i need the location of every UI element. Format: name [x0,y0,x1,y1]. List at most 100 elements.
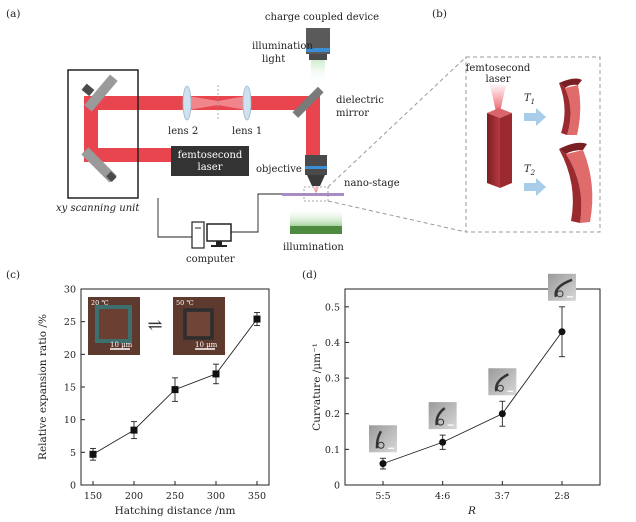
fs-laser-label-1: femtosecond [178,150,243,161]
zoom-line-top [327,56,467,188]
dielectric-mirror [292,86,324,118]
chart-c-xlabel: Hatching distance /nm [115,505,236,517]
data-point-circle [558,328,566,336]
chart-c-x-axis: 150 200 250 300 350 [84,481,266,502]
y-tick-label: 0 [334,481,340,492]
y-tick-label: 0.4 [325,338,340,349]
illumination-source [290,226,342,234]
panel-b-label: (b) [432,8,447,20]
panel-b-fs-label-1: femtosecond [466,63,531,74]
x-tick-label: 150 [84,491,102,502]
inset-right-scale: 10 μm [195,341,218,349]
panel-d-label: (d) [302,269,317,281]
printed-pillar [487,108,512,188]
inset-right-temp: 50 ℃ [176,299,194,307]
panel-a-label: (a) [6,8,20,20]
data-point-square [212,370,220,378]
inset-left-temp: 20 ℃ [91,299,109,307]
data-point-circle [379,460,387,468]
beam-base [377,441,385,449]
sample-thumbnail [369,425,397,453]
beam-down [306,96,320,166]
y-tick-label: 10 [64,415,76,426]
xy-scanning-unit-label: xy scanning unit [56,203,140,214]
beam-left [84,96,98,154]
ccd-camera [306,28,330,84]
panel-c-label: (c) [6,269,20,281]
arrow-t1 [524,108,546,126]
y-tick-label: 20 [64,350,76,361]
dielectric-mirror-label-1: dielectric [336,95,384,106]
data-point-square [171,386,179,394]
xy-scanning-unit-box [67,69,139,199]
t1-label: T1 [524,93,535,106]
stage-zoom-region [303,186,329,202]
panel-b-fs-label-2: laser [486,74,511,85]
femtosecond-laser-box [171,146,249,176]
x-tick-label: 200 [125,491,143,502]
y-tick-label: 30 [64,285,76,296]
panel-a: (a) lens 2 lens 1 xy scanning unit [6,8,467,265]
x-tick-label: 5:5 [375,491,390,502]
nano-stage-label: nano-stage [344,178,400,189]
y-tick-label: 0 [70,481,76,492]
chart-d-ylabel: Curvature /μm⁻¹ [311,343,323,431]
chart-c-series [89,312,261,461]
x-tick-label: 250 [166,491,184,502]
beam-top [84,96,316,110]
micrograph-50c [173,297,225,355]
beam-focus-right [218,96,246,110]
data-point-circle [439,438,447,446]
laser-beam [84,85,320,166]
chart-d-y-axis: 00.10.20.30.40.5 [325,302,349,492]
chart-d-plot-area [344,288,601,486]
sample-thumbnail [548,273,576,301]
chart-c-ylabel: Relative expansion ratio /% [37,314,49,460]
x-tick-label: 3:7 [495,491,510,502]
lens-2 [182,85,192,121]
computer-icon [191,221,232,249]
bent-structure-t1 [559,78,582,135]
x-tick-label: 300 [207,491,225,502]
x-tick-label: 4:6 [435,491,450,502]
y-tick-label: 5 [70,448,76,459]
sample-thumbnail [428,402,457,430]
x-tick-label: 2:8 [554,491,569,502]
y-tick-label: 0.3 [325,374,340,385]
y-tick-label: 0.5 [325,302,340,313]
bent-beam [435,407,446,426]
cable-scanner-computer [157,198,192,238]
zoom-line-bottom [327,200,467,233]
data-point-square [253,315,261,323]
objective-label: objective [256,164,302,175]
swap-arrows-icon: ⇌ [147,315,162,336]
beam-base [496,384,504,392]
beam-focus-left [188,96,218,110]
chart-d-xlabel: R [467,505,476,517]
data-point-square [130,426,138,434]
inset-left-scale: 10 μm [110,341,133,349]
t2-label: T2 [524,164,536,177]
y-tick-label: 0.2 [325,409,340,420]
chart-d-x-axis: 5:5 4:6 3:7 2:8 [375,481,570,502]
beam-bottom [84,148,194,162]
fs-laser-label-2: laser [198,162,223,173]
beam-base [556,290,564,298]
lens2-label: lens 2 [168,126,198,137]
chart-d-series [379,306,566,470]
x-tick-label: 350 [248,491,266,502]
scan-mirror-top [81,74,118,112]
micrograph-20c [88,297,140,355]
bent-beam [554,278,573,298]
chart-d-thumbnails [369,273,576,453]
data-point-square [89,450,97,458]
scan-mirror-bottom [81,147,117,183]
illumination-light-label-1: illumination [252,41,313,52]
panel-b-frame [465,56,601,233]
series-line [382,331,563,465]
bent-beam [494,373,509,392]
panel-b: (b) femtosecond laser T1 T2 [432,8,601,233]
